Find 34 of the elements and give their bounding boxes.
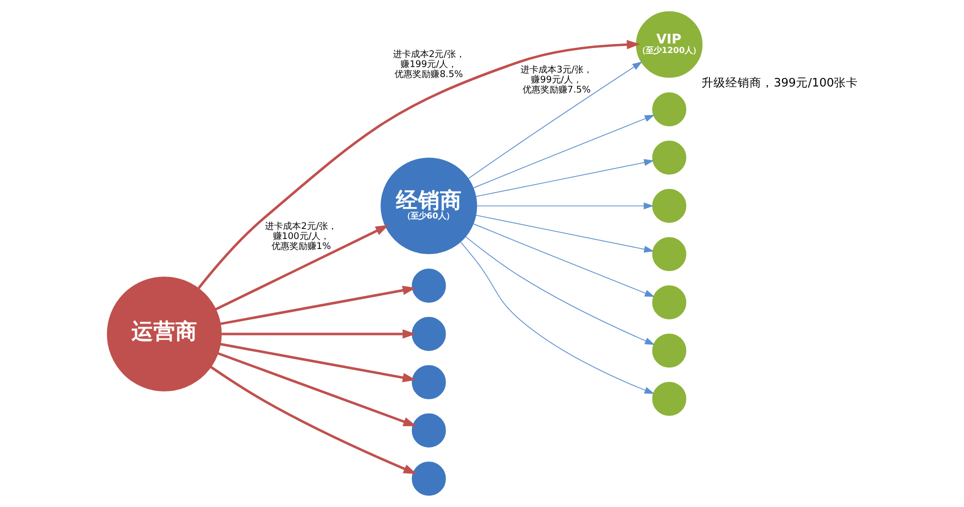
- arrow: [476, 202, 654, 210]
- edge-label: 进卡成本2元/张，赚199元/人，优惠奖励赚8.5%: [392, 50, 464, 80]
- arrow: [210, 366, 416, 474]
- node-circle: [411, 365, 446, 400]
- node-circle: VIP （至少1200人）: [635, 11, 702, 78]
- arrow: [475, 159, 654, 197]
- arrow: [472, 223, 654, 297]
- node-circle: 经销商 （至少60人）: [380, 158, 477, 254]
- node-circle: [411, 316, 446, 352]
- node-circle: [652, 334, 686, 368]
- arrow: [467, 62, 642, 180]
- node-label: 升级经销商，399元/100张卡: [701, 76, 858, 90]
- arrow: [221, 329, 416, 339]
- node-circle: [652, 140, 686, 175]
- arrow: [460, 241, 654, 394]
- node-circle: [411, 462, 446, 496]
- edge-label: 进卡成本3元/张，赚99元/人，优惠奖励赚7.5%: [520, 66, 592, 96]
- arrow: [475, 214, 654, 253]
- arrow: [214, 224, 388, 310]
- node-circle: [652, 285, 686, 320]
- arrow: [472, 114, 654, 188]
- edge-label: 进卡成本2元/张，赚100元/人，优惠奖励赚1%: [264, 222, 337, 252]
- node-circle: [652, 237, 686, 272]
- node-circle: [652, 382, 686, 416]
- node-circle: [652, 92, 686, 126]
- node-circle: [411, 268, 446, 303]
- arrow: [464, 236, 654, 345]
- node-circle: [652, 188, 686, 223]
- node-circle: [411, 413, 446, 448]
- arrow: [217, 352, 416, 426]
- arrow: [197, 40, 640, 289]
- node-circle: 运营商: [106, 276, 222, 392]
- arrow: [220, 286, 416, 326]
- arrow: [220, 342, 416, 382]
